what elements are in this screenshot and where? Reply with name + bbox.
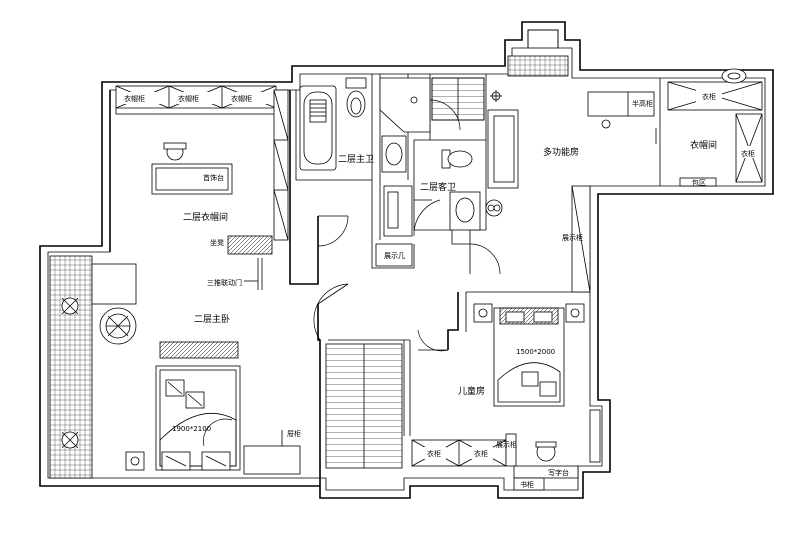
master-bed-size: 1900*2100 (172, 425, 211, 433)
room-label-master-closet: 二层衣帽间 (183, 211, 228, 223)
multi-function-room: 展示柜 半高柜 多功能房 (485, 90, 655, 293)
closet-side-label: 衣柜 (741, 149, 755, 158)
room-label-master-bath: 二层主卫 (338, 153, 374, 165)
wardrobe-label-3: 衣帽柜 (231, 94, 252, 103)
master-bedroom: 1900*2100 屉柜 二层主卧 (49, 255, 301, 479)
room-label-guest-bath: 二层客卫 (420, 181, 456, 193)
kids-room: 1500*2000 衣柜 衣柜 展示柜 写字台 书柜 儿童房 (411, 303, 601, 491)
outer-walls (39, 21, 774, 499)
wardrobe-label-2: 衣帽柜 (178, 94, 199, 103)
jewelry-table-label: 首饰台 (203, 173, 224, 182)
display-stand-label: 展示几 (384, 252, 405, 260)
duct-label: 包区 (692, 178, 706, 187)
guest-bath: 二层客卫 (383, 149, 481, 237)
room-label-multi-function: 多功能房 (543, 146, 579, 158)
sitting-stool-label: 坐凳 (210, 238, 224, 247)
kids-wardrobe-label-2: 衣柜 (474, 449, 488, 458)
desk-label: 写字台 (548, 468, 569, 477)
bookcase-label: 书柜 (520, 480, 534, 489)
main-stairs (325, 343, 403, 469)
core-stairs (431, 77, 485, 121)
room-label-master-bedroom: 二层主卧 (194, 313, 230, 325)
display-cabinet-label-1: 展示柜 (562, 233, 583, 242)
half-height-cabinet-label: 半高柜 (632, 99, 653, 108)
display-stand: 展示几 (375, 243, 413, 267)
master-bath: 二层主卫 (299, 77, 431, 173)
closet-top-label: 衣柜 (702, 92, 716, 101)
room-label-kids-room: 儿童房 (458, 385, 485, 397)
display-cabinet-label-2: 展示柜 (496, 440, 517, 449)
master-closet: 衣帽柜 衣帽柜 衣帽柜 首饰台 二层衣帽间 坐凳 三推联动门 (115, 85, 289, 290)
top-duct (507, 29, 569, 77)
wardrobe-label-1: 衣帽柜 (124, 94, 145, 103)
door-swings (203, 99, 501, 447)
room-label-right-closet: 衣帽间 (690, 139, 717, 151)
kids-bed-size: 1500*2000 (516, 348, 555, 356)
kids-wardrobe-label-1: 衣柜 (427, 449, 441, 458)
shoe-cabinet-label: 屉柜 (287, 429, 301, 438)
right-closet: 衣柜 衣柜 包区 衣帽间 (655, 68, 763, 187)
sliding-door-label: 三推联动门 (207, 278, 242, 287)
